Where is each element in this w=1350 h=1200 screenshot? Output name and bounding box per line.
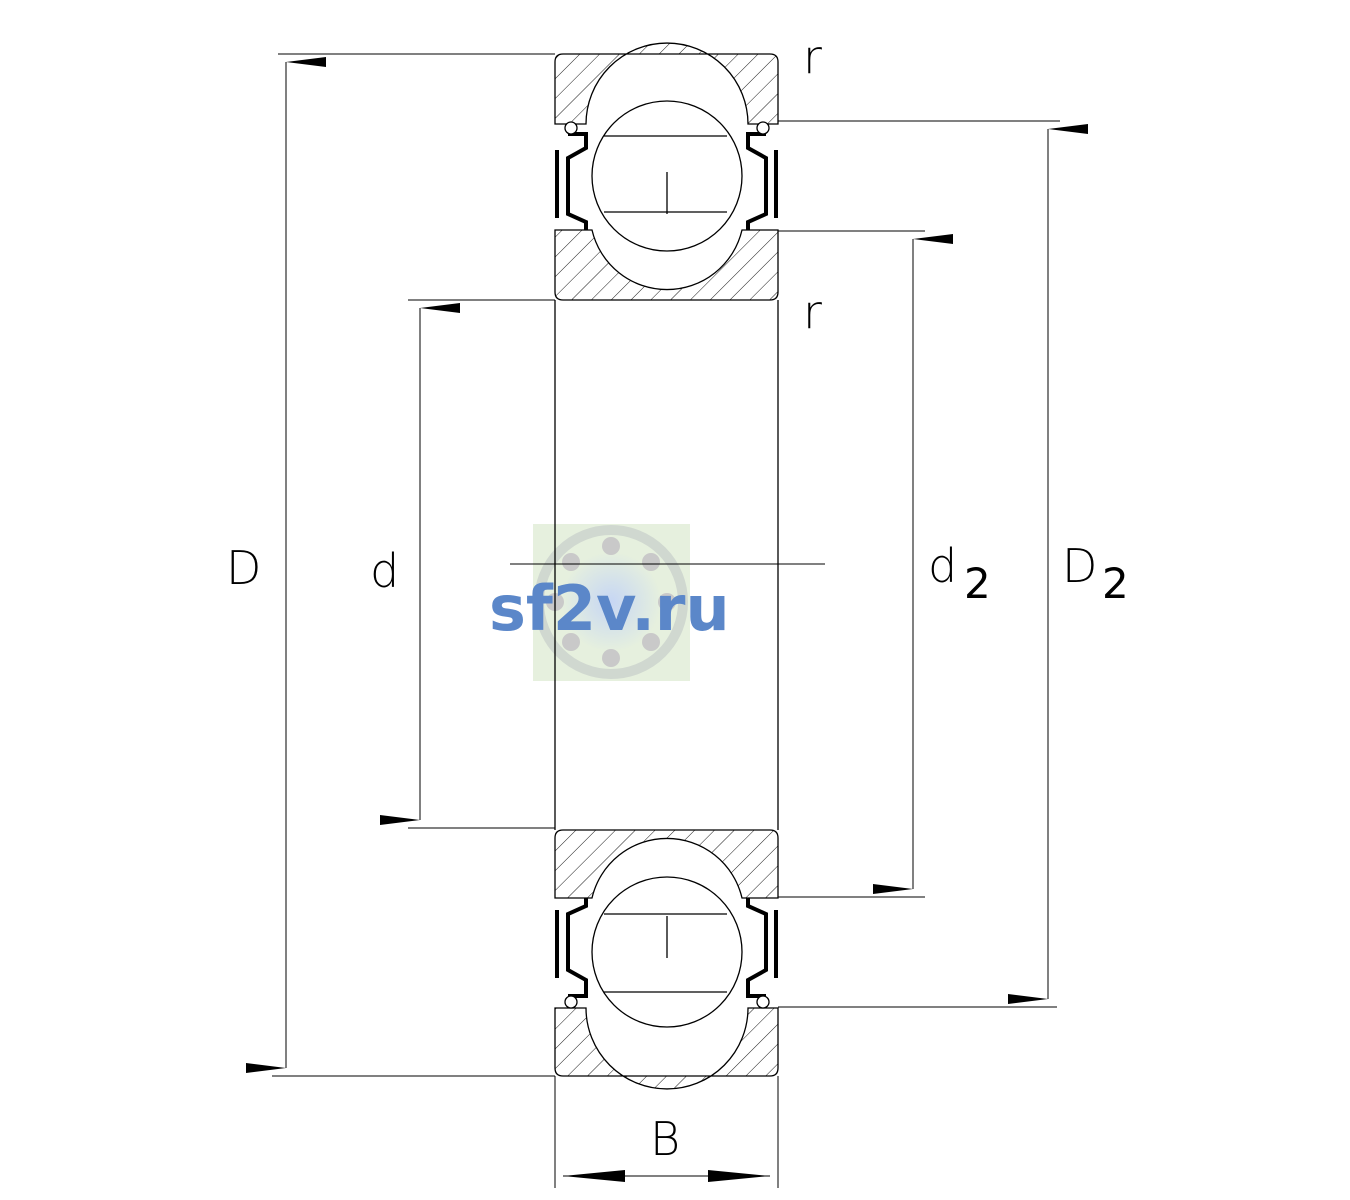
shield-top-left [555,132,588,230]
outer-ring-bottom [554,1007,779,1090]
label-d: d [370,544,399,598]
label-r-top: r [803,30,822,84]
label-d2-sub: 2 [964,559,991,608]
watermark-logo [533,524,690,681]
shield-bottom-right [746,898,778,998]
outer-ring-top [554,42,779,125]
inner-ring-bottom [554,829,779,899]
inner-ring-top [554,229,779,301]
label-B: B [650,1112,680,1166]
label-r-bottom: r [803,285,822,339]
shield-bottom-left [555,898,588,998]
label-D2-sub: 2 [1102,559,1129,608]
label-D: D [226,541,261,595]
watermark-text: sf2v.ru [489,572,730,645]
shield-top-right [746,132,778,230]
label-D2: D [1062,539,1097,593]
dim-line-B [563,1170,770,1182]
label-d2: d [928,539,957,593]
